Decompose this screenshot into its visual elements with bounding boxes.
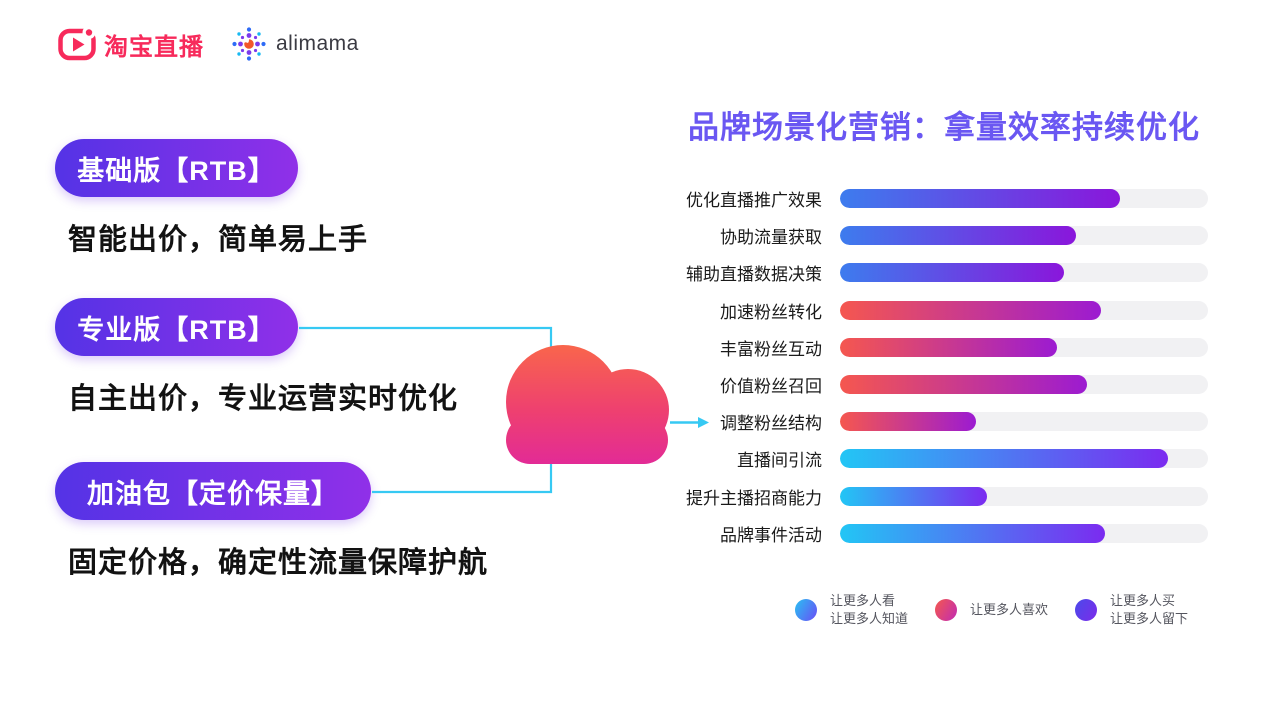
legend-label: 让更多人买让更多人留下 (1110, 593, 1189, 626)
bar-label: 丰富粉丝互动 (720, 339, 822, 359)
bar-fill (840, 189, 1120, 208)
chart-title: 品牌场景化营销：拿量效率持续优化 (688, 110, 1200, 145)
bar-fill (840, 374, 1087, 394)
legend-item: 让更多人喜欢 (935, 599, 1048, 621)
bar-row: 丰富粉丝互动 (680, 337, 1208, 359)
bar-track (840, 412, 1208, 432)
bar-row: 提升主播招商能力 (680, 486, 1208, 508)
bar-fill (840, 486, 988, 506)
product-pill-basic: 基础版【RTB】 (55, 139, 298, 197)
bar-track (840, 337, 1208, 357)
legend-item: 让更多人买让更多人留下 (1075, 592, 1188, 628)
product-pill-booster: 加油包【定价保量】 (55, 462, 371, 520)
bar-label: 直播间引流 (737, 451, 822, 471)
bar-row: 调整粉丝结构 (680, 412, 1208, 434)
product-pill-label: 专业版【RTB】 (77, 314, 276, 345)
bar-row: 加速粉丝转化 (680, 300, 1208, 322)
chart-legend: 让更多人看让更多人知道 让更多人喜欢 让更多人买让更多人留下 (795, 592, 1188, 628)
bar-fill (840, 523, 1105, 543)
product-pill-pro: 专业版【RTB】 (55, 298, 298, 356)
bar-track (840, 226, 1208, 246)
product-desc-pro: 自主出价，专业运营实时优化 (68, 383, 459, 415)
product-desc-basic: 智能出价，简单易上手 (68, 224, 369, 256)
taobao-live-logo: 淘宝直播 (57, 24, 204, 64)
legend-item: 让更多人看让更多人知道 (795, 592, 908, 628)
taobao-live-wordmark: 淘宝直播 (104, 33, 204, 61)
alimama-logo: alimama (230, 25, 359, 63)
bar-fill (840, 300, 1102, 320)
bar-label: 调整粉丝结构 (720, 414, 822, 434)
bar-fill (840, 449, 1168, 469)
bar-fill (840, 337, 1058, 357)
bar-label: 价值粉丝召回 (720, 376, 822, 396)
bar-rows: 优化直播推广效果协助流量获取辅助直播数据决策加速粉丝转化丰富粉丝互动价值粉丝召回… (680, 189, 1208, 545)
legend-label: 让更多人喜欢 (970, 602, 1049, 617)
alimama-icon (230, 25, 268, 63)
legend-label: 让更多人看让更多人知道 (830, 593, 909, 626)
product-pill-label: 加油包【定价保量】 (87, 478, 339, 509)
bar-track (840, 374, 1208, 394)
bar-label: 加速粉丝转化 (720, 302, 822, 322)
brand-bar: 淘宝直播 (57, 24, 359, 64)
bar-track (840, 263, 1208, 283)
bar-label: 提升主播招商能力 (686, 488, 822, 508)
taobao-live-icon (57, 24, 97, 64)
legend-dot-icon (935, 599, 958, 621)
bar-fill (840, 263, 1065, 283)
bar-track (840, 486, 1208, 506)
legend-dot-icon (795, 599, 817, 621)
bar-track (840, 300, 1208, 320)
bar-track (840, 189, 1208, 208)
bar-track (840, 523, 1208, 543)
bar-row: 品牌事件活动 (680, 523, 1208, 545)
alimama-wordmark: alimama (276, 32, 359, 55)
bar-row: 优化直播推广效果 (680, 189, 1208, 210)
product-desc-booster: 固定价格，确定性流量保障护航 (68, 547, 489, 579)
bar-label: 辅助直播数据决策 (686, 265, 822, 285)
bar-fill (840, 226, 1076, 246)
bar-label: 优化直播推广效果 (686, 191, 822, 210)
bar-track (840, 449, 1208, 469)
legend-dot-icon (1075, 599, 1098, 621)
bar-row: 协助流量获取 (680, 226, 1208, 248)
bar-label: 协助流量获取 (720, 228, 822, 248)
bar-row: 辅助直播数据决策 (680, 263, 1208, 285)
bar-row: 直播间引流 (680, 449, 1208, 471)
bar-label: 品牌事件活动 (720, 525, 822, 545)
product-pill-label: 基础版【RTB】 (77, 155, 276, 186)
cloud-icon (506, 345, 669, 464)
bar-row: 价值粉丝召回 (680, 374, 1208, 396)
bar-fill (840, 412, 977, 432)
